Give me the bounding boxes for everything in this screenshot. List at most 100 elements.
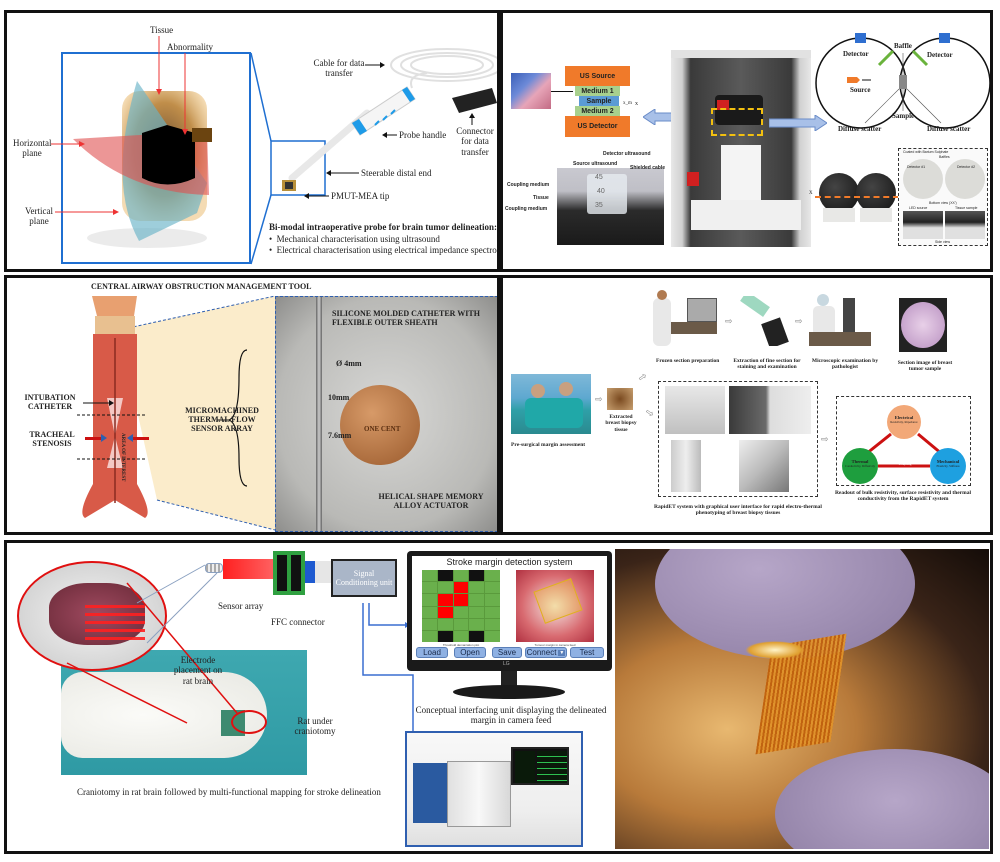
medium1-block: Medium 1: [575, 86, 620, 96]
grid-cell: [485, 570, 500, 582]
panel-rapidet: Pre-surgical margin assessment ⇨ Extract…: [500, 275, 993, 535]
craniotomy-caption: Craniotomy in rat brain followed by mult…: [77, 787, 381, 797]
grid-cell: [422, 570, 437, 582]
surgery-illustration: [511, 374, 591, 434]
label-steerable-end: Steerable distal end: [361, 168, 432, 178]
label-side-view: Side view: [935, 240, 950, 244]
panel-stroke-mapping: Sensor array FFC connector Signal Condit…: [4, 540, 993, 854]
us-source-block: US Source: [565, 66, 630, 86]
scale-40: 40: [597, 188, 605, 195]
open-button[interactable]: Open: [454, 647, 486, 658]
label-stenosis: TRACHEAL STENOSIS: [29, 430, 75, 449]
flex-cable: [223, 559, 273, 579]
label-pmut-tip: PMUT-MEA tip: [331, 191, 390, 201]
grid-cell: [469, 594, 485, 606]
microscope-illustration: [809, 292, 871, 348]
label-probe-handle: Probe handle: [399, 130, 447, 140]
cable-coil: [390, 48, 497, 89]
trachea-illustration: [77, 295, 336, 532]
grid-cell: [422, 606, 437, 618]
ffc-connector-icon: [273, 551, 305, 595]
label-tissue-b: Tissue: [533, 195, 549, 201]
sample-icon: [899, 75, 907, 89]
coupling-setup-photo: 45 40 35: [557, 168, 664, 245]
bullet-text: Electrical characterisation using electr…: [276, 245, 500, 255]
grid-cell: [469, 618, 485, 630]
probe-bullet-1: • Mechanical characterisation using ultr…: [269, 234, 440, 244]
test-button[interactable]: Test: [570, 647, 604, 658]
plot-caption: Threshold demarcation plot: [442, 643, 480, 647]
grid-cell: [437, 630, 453, 642]
label-x: X: [809, 191, 813, 196]
highlight-box: [711, 108, 763, 136]
label-frozen: Frozen section preparation: [656, 358, 720, 364]
label-microscopic: Microscopic examination by pathologist: [811, 358, 879, 371]
scale-35: 35: [595, 202, 603, 209]
grid-cell: [437, 570, 453, 582]
label-rat: Rat under craniotomy: [294, 716, 336, 737]
label-coated: Coated with Barium Sulphate: [903, 150, 949, 154]
catheter-photo: ONE CENT SILICONE MOLDED CATHETER WITH F…: [275, 296, 497, 532]
label-coupling-1: Coupling medium: [507, 182, 550, 188]
frozen-section-illustration: [649, 290, 719, 348]
xm-dimension: x_m: [623, 101, 632, 106]
label-rapidet: RapidET system with graphical user inter…: [654, 504, 822, 517]
grid-cell: [422, 630, 437, 642]
label-silicone: SILICONE MOLDED CATHETER WITH FLEXIBLE O…: [332, 309, 480, 328]
flexible-array-photo: [615, 549, 989, 849]
grid-cell: [469, 570, 485, 582]
grid-cell: [453, 594, 469, 606]
integrating-sphere-diagram: [815, 33, 990, 129]
connect-dropdown[interactable]: Connect▼: [525, 647, 567, 658]
baffle-right-icon: [911, 49, 929, 67]
label-sensor-array: MICROMACHINED THERMAL FLOW SENSOR ARRAY: [185, 406, 259, 434]
probe-bullet-2: • Electrical characterisation using elec…: [269, 245, 500, 255]
chevron-down-icon: ▼: [558, 649, 566, 656]
coupling-label: Coupling: [898, 462, 912, 466]
app-window: Stroke margin detection system Threshold…: [412, 556, 607, 660]
label-cable: Cable for data transfer: [313, 58, 365, 79]
electrical-node: [887, 405, 921, 439]
panel-ultrasound-optical: US Source Medium 1 Sample Medium 2 US De…: [500, 10, 993, 272]
monitor-base: [453, 685, 565, 699]
arrow-3: ⇨: [795, 316, 803, 326]
label-detector-us: Detector ultrasound: [603, 151, 651, 157]
label-10mm: 10mm: [328, 393, 350, 402]
detector-left-icon: [855, 33, 866, 43]
label-detector-left: Detector: [843, 50, 869, 58]
label-abnormality: Abnormality: [167, 42, 213, 52]
brain-zoom-ellipse: [17, 561, 167, 671]
grid-cell: [453, 570, 469, 582]
shadow: [87, 228, 207, 248]
medium2-block: Medium 2: [575, 106, 620, 116]
monitor: Stroke margin detection system Threshold…: [407, 551, 612, 671]
label-baffles: Baffles: [939, 155, 950, 159]
electrical-sub: Resistivity, Impedance: [890, 420, 918, 424]
zoom-cone: [119, 296, 275, 530]
app-title: Stroke margin detection system: [446, 557, 573, 567]
tissue-illustration: [51, 36, 497, 265]
sphere-views-box: [898, 148, 988, 246]
label-vertical-plane: Vertical plane: [25, 206, 53, 227]
label-readout: Readout of bulk resistivity, surface res…: [834, 490, 972, 503]
grid-cell: [453, 630, 469, 642]
grid-cell: [437, 606, 453, 618]
properties-triangle: [842, 405, 966, 484]
load-button[interactable]: Load: [416, 647, 448, 658]
label-presurgical: Pre-surgical margin assessment: [511, 442, 586, 448]
grid-cell: [422, 594, 437, 606]
label-det1: Detector #1: [907, 165, 926, 169]
black-sphere-right: [856, 173, 896, 213]
grid-cell: [485, 582, 500, 594]
monitor-logo: LG: [503, 661, 510, 667]
label-tissue-sample: Tissue sample: [955, 206, 978, 210]
grid-cell: [485, 594, 500, 606]
probe-caption-title: Bi-modal intraoperative probe for brain …: [269, 222, 497, 232]
label-extraction: Extraction of fine section for staining …: [733, 358, 801, 371]
save-button[interactable]: Save: [492, 647, 522, 658]
connection-lines: [66, 564, 416, 737]
arrow-4: ⇨: [821, 434, 829, 444]
label-diffuse-left: Diffuse scatter: [838, 125, 882, 133]
grid-cell: [437, 594, 453, 606]
grid-cell: [469, 630, 485, 642]
